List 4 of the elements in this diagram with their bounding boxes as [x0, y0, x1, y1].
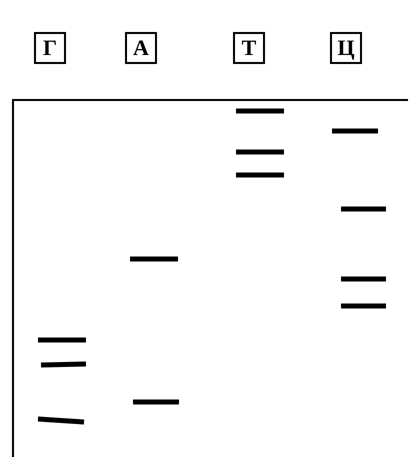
lane-label: Г: [34, 32, 66, 64]
lane-label: Т: [233, 32, 265, 64]
lane-label: А: [125, 32, 157, 64]
lane-label: Ц: [330, 32, 362, 64]
